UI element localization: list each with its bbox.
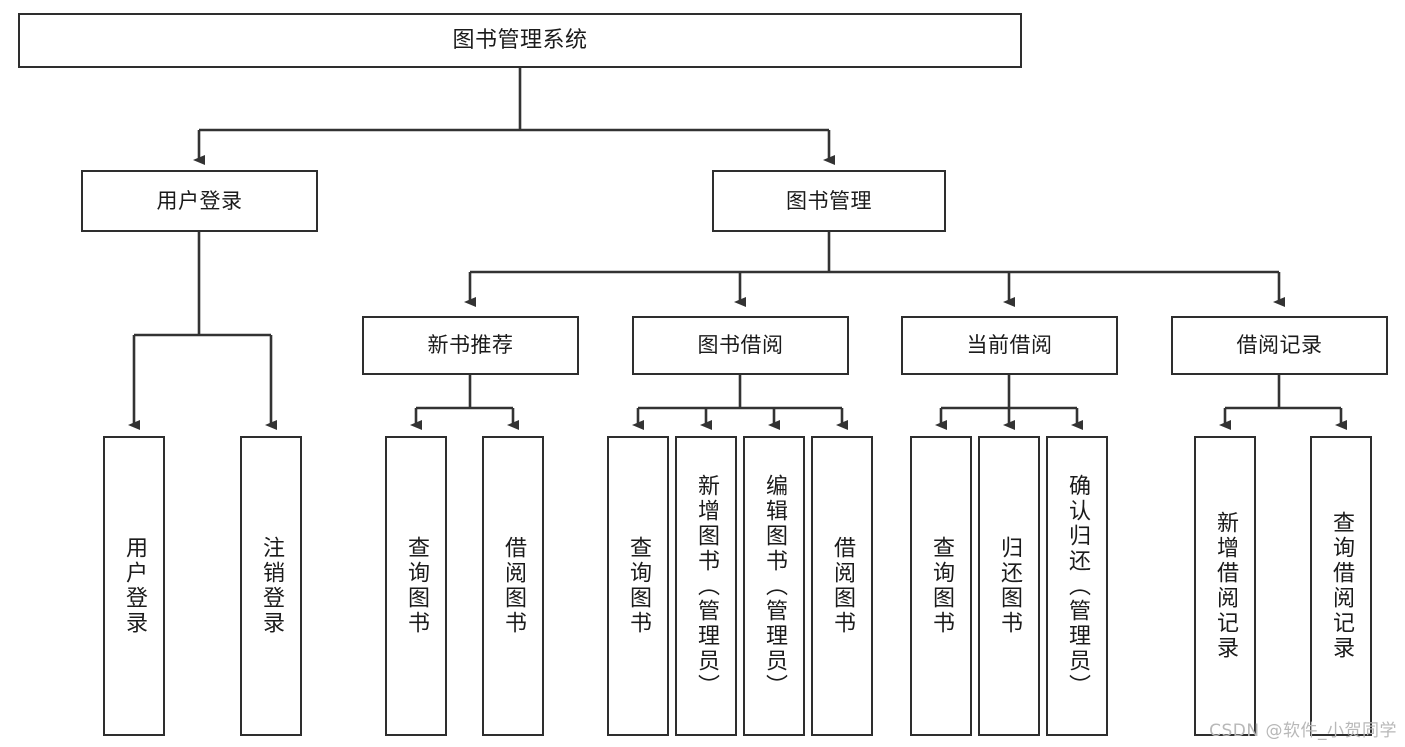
leaf-user-login[interactable]: 用户登录 — [103, 436, 165, 736]
leaf-current-return-book[interactable]: 归还图书 — [978, 436, 1040, 736]
node-label: 用户登录 — [156, 188, 243, 213]
node-label: 图书借阅 — [697, 333, 784, 358]
leaf-query-borrow-record[interactable]: 查询借阅记录 — [1310, 436, 1372, 736]
node-label: 编辑图书（管理员） — [762, 473, 787, 699]
node-label: 查询借阅记录 — [1329, 511, 1354, 661]
leaf-add-borrow-record[interactable]: 新增借阅记录 — [1194, 436, 1256, 736]
node-label: 新增图书（管理员） — [694, 473, 719, 699]
node-label: 新书推荐 — [427, 333, 514, 358]
csdn-watermark: CSDN @软件_小贺同学 — [1209, 721, 1397, 741]
node-label: 图书管理系统 — [452, 27, 588, 53]
node-current-borrow[interactable]: 当前借阅 — [901, 316, 1118, 375]
leaf-logout[interactable]: 注销登录 — [240, 436, 302, 736]
node-label: 查询图书 — [626, 536, 651, 636]
node-label: 当前借阅 — [966, 333, 1053, 358]
node-label: 借阅图书 — [830, 536, 855, 636]
leaf-borrow-edit-book-admin[interactable]: 编辑图书（管理员） — [743, 436, 805, 736]
leaf-current-query-book[interactable]: 查询图书 — [910, 436, 972, 736]
node-book-borrow[interactable]: 图书借阅 — [632, 316, 849, 375]
leaf-current-confirm-return-admin[interactable]: 确认归还（管理员） — [1046, 436, 1108, 736]
node-label: 图书管理 — [786, 188, 872, 213]
leaf-borrow-add-book-admin[interactable]: 新增图书（管理员） — [675, 436, 737, 736]
node-label: 确认归还（管理员） — [1065, 473, 1090, 699]
node-book-management[interactable]: 图书管理 — [712, 170, 946, 232]
node-user-login[interactable]: 用户登录 — [81, 170, 318, 232]
node-label: 注销登录 — [259, 536, 284, 636]
node-label: 新增借阅记录 — [1213, 511, 1238, 661]
leaf-new-book-borrow[interactable]: 借阅图书 — [482, 436, 544, 736]
leaf-new-book-query[interactable]: 查询图书 — [385, 436, 447, 736]
node-label: 查询图书 — [929, 536, 954, 636]
node-label: 借阅图书 — [501, 536, 526, 636]
leaf-borrow-borrow-book[interactable]: 借阅图书 — [811, 436, 873, 736]
node-label: 借阅记录 — [1236, 333, 1323, 358]
node-root-book-management-system[interactable]: 图书管理系统 — [18, 13, 1022, 68]
node-label: 查询图书 — [404, 536, 429, 636]
node-label: 归还图书 — [997, 536, 1022, 636]
node-new-book-recommend[interactable]: 新书推荐 — [362, 316, 579, 375]
leaf-borrow-query-book[interactable]: 查询图书 — [607, 436, 669, 736]
node-borrow-records[interactable]: 借阅记录 — [1171, 316, 1388, 375]
node-label: 用户登录 — [122, 536, 147, 636]
